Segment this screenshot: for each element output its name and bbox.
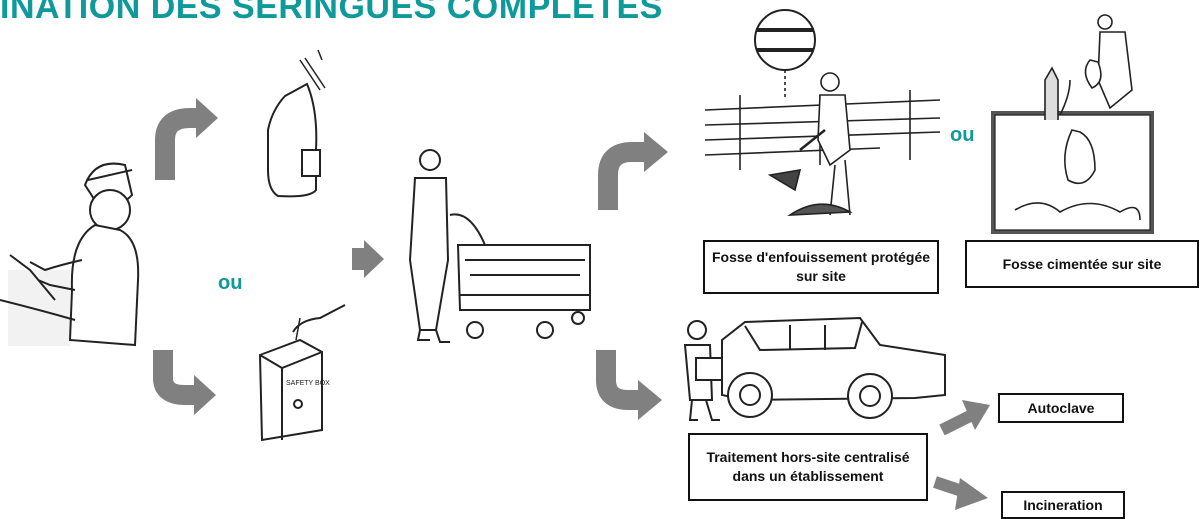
or-connector-right: ou bbox=[950, 124, 974, 147]
arrow-up-right-icon bbox=[608, 132, 668, 210]
label-offsite-treatment: Traitement hors-site centralisé dans un … bbox=[688, 433, 928, 501]
cart-icon bbox=[410, 150, 590, 342]
arrow-right-icon bbox=[352, 240, 384, 278]
worker-icon bbox=[0, 164, 138, 346]
label-incineration: Incineration bbox=[1001, 491, 1125, 519]
label-burial-pit: Fosse d'enfouissement protégée sur site bbox=[703, 240, 939, 294]
label-cement-pit: Fosse cimentée sur site bbox=[965, 240, 1199, 288]
safety-box-label: SAFETY BOX bbox=[286, 380, 330, 387]
bottle-icon bbox=[268, 50, 325, 196]
safety-box-icon: SAFETY BOX bbox=[260, 305, 345, 440]
or-connector-left: ou bbox=[218, 272, 242, 295]
arrow-down-right-icon bbox=[606, 350, 662, 420]
label-autoclave: Autoclave bbox=[998, 393, 1124, 423]
arrow-to-incineration-icon bbox=[935, 478, 988, 510]
arrow-down-icon bbox=[163, 350, 216, 415]
arrow-to-autoclave-icon bbox=[942, 400, 990, 430]
cement-pit-icon bbox=[995, 15, 1150, 230]
burial-pit-icon bbox=[705, 10, 940, 215]
vehicle-icon bbox=[685, 318, 945, 420]
arrow-up-icon bbox=[165, 98, 218, 180]
